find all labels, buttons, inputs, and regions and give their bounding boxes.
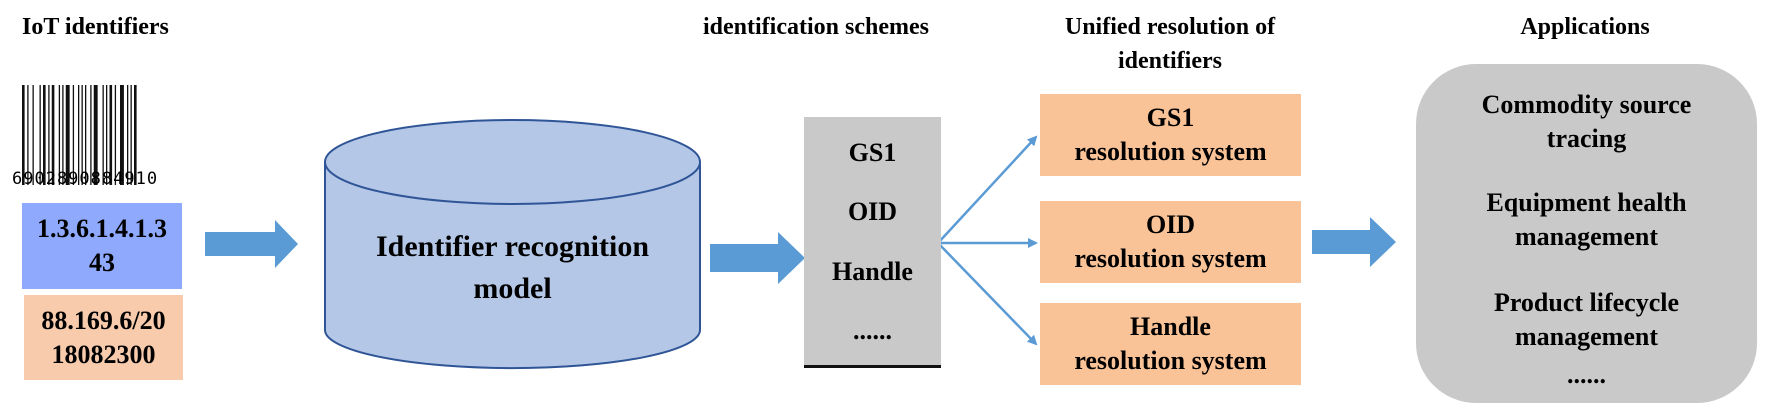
barcode-bar — [109, 85, 113, 185]
heading-unified-resolution-line1: Unified resolution of — [1064, 14, 1276, 40]
gs1-resolution-system-box: GS1 resolution system — [1040, 94, 1301, 176]
barcode-bar — [22, 85, 25, 185]
connector-arrow — [937, 135, 1038, 244]
app-commodity-source-tracing: Commodity source tracing — [1482, 88, 1692, 156]
barcode-bar — [72, 85, 75, 185]
gs1-resolution-line2: resolution system — [1074, 137, 1267, 166]
barcode-bar — [134, 85, 137, 185]
heading-unified-resolution: Unified resolution of identifiers — [1040, 10, 1300, 78]
app-commodity-line1: Commodity source — [1481, 90, 1692, 119]
barcode-bar — [48, 85, 50, 185]
barcode-bar — [127, 85, 129, 185]
handle-resolution-system-box: Handle resolution system — [1040, 303, 1301, 385]
oid-resolution-system-box: OID resolution system — [1040, 201, 1301, 283]
barcode-bar — [114, 85, 117, 185]
arrow-right-icon — [710, 232, 805, 284]
app-product-line1: Product lifecycle — [1493, 288, 1680, 317]
scheme-gs1: GS1 — [848, 137, 897, 167]
barcode-bar — [65, 85, 70, 185]
app-equipment-line1: Equipment health — [1486, 188, 1687, 217]
identification-schemes-box: GS1 OID Handle ...... — [804, 117, 941, 368]
handle-identifier-line2: 18082300 — [51, 339, 156, 369]
heading-identification-schemes: identification schemes — [703, 14, 929, 40]
heading-iot-identifiers: IoT identifiers — [22, 14, 169, 40]
handle-resolution-line2: resolution system — [1074, 346, 1267, 375]
oid-resolution-line1: OID — [1145, 210, 1196, 239]
barcode-bar — [130, 85, 132, 185]
barcode-bar — [78, 85, 80, 185]
app-product-line2: management — [1515, 322, 1658, 351]
recognition-model-label: Identifier recognition model — [325, 226, 700, 310]
barcode-bar — [106, 85, 108, 185]
gs1-resolution-line1: GS1 — [1146, 103, 1195, 132]
barcode-bar — [43, 85, 46, 185]
connector-arrow — [937, 242, 1038, 346]
barcode-bar — [51, 85, 55, 185]
scheme-oid: OID — [847, 197, 898, 227]
recognition-model-line2: model — [473, 272, 552, 305]
applications-box: Commodity source tracing Equipment healt… — [1416, 64, 1757, 403]
barcode-bar — [90, 85, 92, 185]
heading-applications: Applications — [1520, 14, 1650, 40]
barcode-bar — [102, 85, 104, 185]
fan-out-connectors — [937, 135, 1038, 346]
barcode-bar — [93, 85, 98, 185]
app-equipment-line2: management — [1515, 222, 1658, 251]
barcode-bar — [39, 85, 41, 185]
handle-identifier-box: 88.169.6/20 18082300 — [24, 295, 183, 380]
barcode-bar — [62, 85, 64, 185]
barcode-bar — [81, 85, 83, 185]
arrow-right-icon — [1312, 217, 1396, 267]
app-more: ...... — [1567, 360, 1606, 389]
oid-resolution-line2: resolution system — [1074, 244, 1267, 273]
app-commodity-line2: tracing — [1546, 124, 1627, 153]
oid-identifier-line2: 43 — [89, 248, 115, 277]
arrow-right-icon — [205, 220, 298, 268]
barcode-bar — [120, 85, 124, 185]
oid-identifier-line1: 1.3.6.1.4.1.3 — [37, 214, 167, 243]
barcode-bar — [85, 85, 87, 185]
heading-unified-resolution-line2: identifiers — [1118, 48, 1222, 74]
barcode-bar — [58, 85, 61, 185]
handle-identifier-line1: 88.169.6/20 — [41, 305, 166, 335]
recognition-model-line1: Identifier recognition — [375, 230, 650, 263]
app-product-lifecycle-management: Product lifecycle management — [1494, 286, 1679, 354]
barcode-bar — [27, 85, 29, 185]
database-cylinder-icon — [324, 119, 701, 370]
barcode-digits: 6902890884910 — [12, 169, 159, 189]
scheme-more: ...... — [853, 316, 892, 346]
handle-resolution-line1: Handle — [1130, 312, 1211, 341]
barcode-icon — [22, 85, 137, 185]
barcode-bar — [32, 85, 34, 185]
scheme-handle: Handle — [832, 256, 913, 286]
app-equipment-health-management: Equipment health management — [1486, 186, 1686, 254]
oid-identifier-box: 1.3.6.1.4.1.3 43 — [22, 203, 182, 289]
